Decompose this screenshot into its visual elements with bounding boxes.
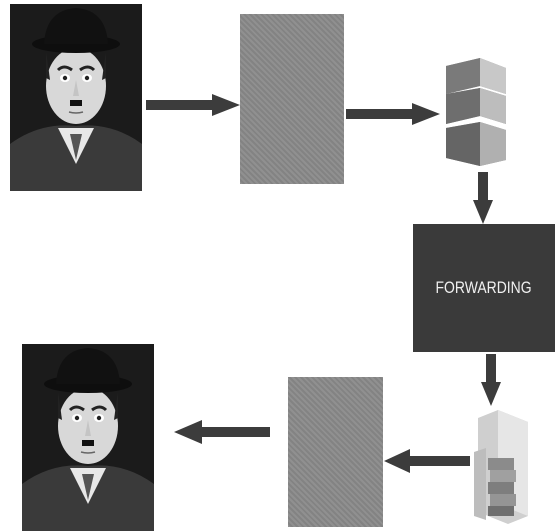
arrow-down-2 (481, 354, 501, 406)
output-photo (22, 344, 154, 531)
decoder-block (288, 377, 383, 527)
forwarding-box: FORWARDING (413, 224, 555, 352)
portrait-image (10, 4, 142, 191)
portrait-image (22, 344, 154, 531)
source-photo (10, 4, 142, 191)
arrow-left-1 (384, 449, 470, 473)
forwarding-label: FORWARDING (435, 278, 533, 297)
folder-books-icon (474, 410, 528, 524)
layered-cube-icon (446, 58, 506, 166)
encoder-block (240, 14, 344, 184)
arrow-left-2 (174, 420, 270, 444)
arrow-down-1 (473, 172, 493, 224)
arrow-right-2 (346, 103, 440, 125)
arrow-right-1 (146, 94, 240, 116)
